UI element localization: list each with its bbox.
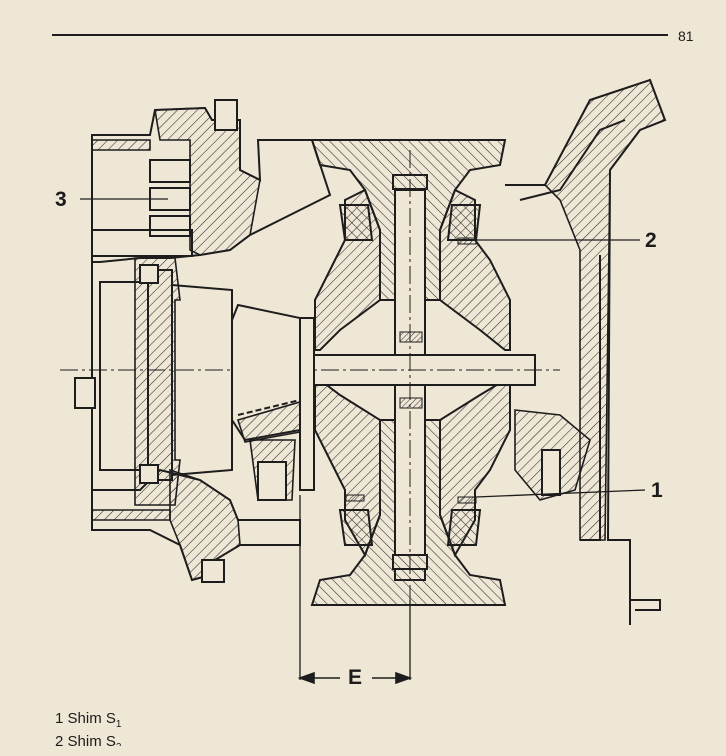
legend-item: 1 Shim S1 — [55, 710, 121, 733]
bolt-upper — [139, 264, 159, 284]
left-flange-hatch — [154, 107, 261, 256]
shaft-end — [74, 377, 96, 409]
page-number: 81 — [678, 28, 694, 44]
left-top-strip-hatch — [91, 139, 151, 151]
leader-1 — [475, 489, 646, 498]
top-bolt — [214, 99, 238, 131]
legend-subscript: 1 — [115, 719, 122, 730]
arrow-right — [395, 671, 413, 685]
dimension-label-e: E — [348, 666, 363, 689]
shim-left-lower — [345, 494, 365, 502]
upper-left-bearing — [338, 204, 374, 241]
center-pin-lower — [399, 397, 423, 409]
legend: 1 Shim S1 2 Shim S2 — [55, 710, 121, 756]
right-foot — [629, 599, 661, 625]
lower-flange — [310, 419, 507, 606]
left-ring-hatch — [134, 257, 181, 506]
shim-s2 — [457, 237, 477, 245]
header-rule — [52, 34, 668, 36]
pinion-teeth — [236, 400, 301, 443]
callout-1: 1 — [651, 479, 663, 502]
upper-flange — [310, 139, 507, 301]
legend-number: 2 — [55, 733, 64, 750]
bolt-lower — [139, 464, 159, 484]
thrust-washer — [299, 317, 315, 491]
ring-gear-bolt — [541, 449, 561, 496]
lower-left-bearing — [338, 509, 374, 546]
rib-1 — [149, 159, 191, 183]
legend-text: Shim S — [67, 710, 116, 727]
legend-number: 1 — [55, 710, 64, 727]
page-crop-edge — [0, 746, 726, 754]
legend-text: Shim S — [67, 733, 116, 750]
rib-3 — [149, 215, 191, 237]
center-pin-upper — [399, 331, 423, 343]
pinion-nut — [257, 461, 287, 501]
bottom-bolt — [201, 559, 225, 583]
arrow-left — [297, 671, 315, 685]
lower-right-bearing — [446, 509, 482, 546]
right-wall-hatch — [544, 78, 667, 541]
left-bottom-strip-hatch — [91, 509, 171, 521]
callout-2: 2 — [645, 229, 657, 252]
callout-3: 3 — [55, 188, 67, 211]
upper-right-bearing — [446, 204, 482, 241]
shim-s1 — [457, 496, 477, 504]
